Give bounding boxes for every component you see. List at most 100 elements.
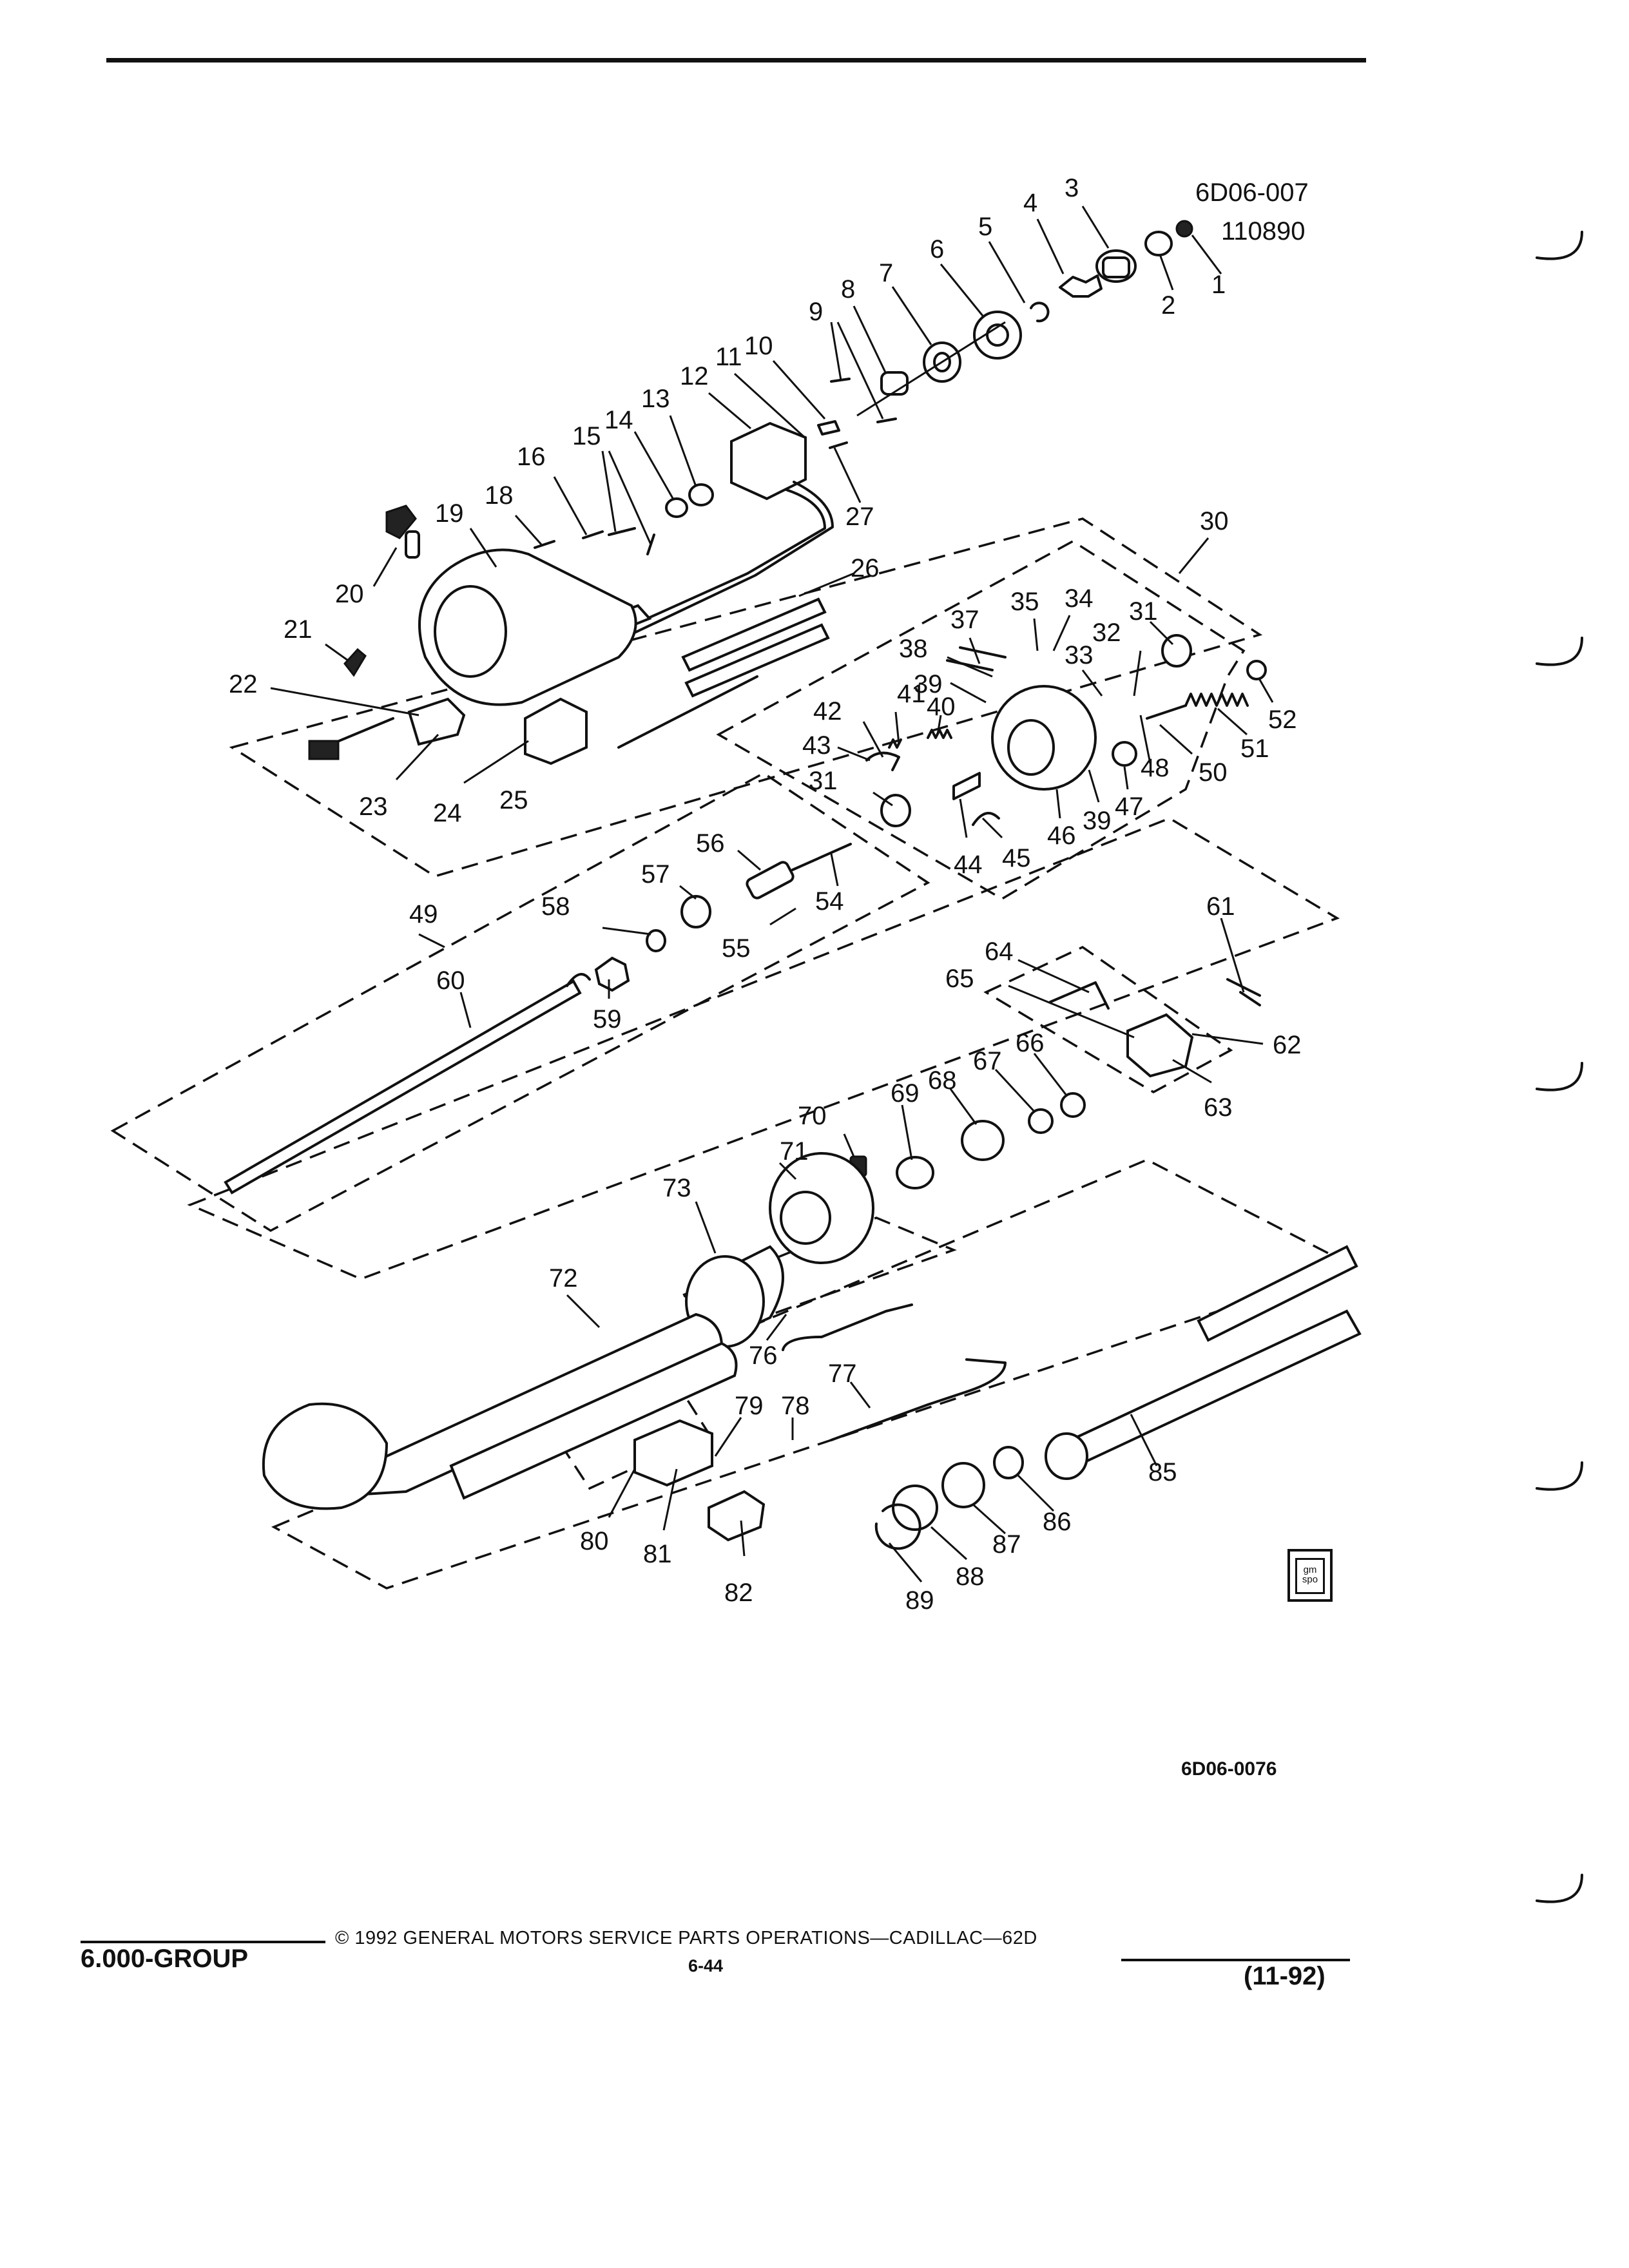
binding-mark-1 [1536,231,1583,260]
leader-49 [418,933,445,948]
top-rule [106,58,1366,62]
part-67 [1028,1108,1054,1134]
callout-47: 47 [1115,793,1144,821]
part-61b [1239,991,1261,1006]
part-4 [1059,274,1103,298]
part-14 [665,497,688,518]
footer-rule-left [81,1941,325,1943]
callout-6: 6 [930,235,944,264]
part-69 [896,1156,934,1189]
leader-31b [872,791,893,807]
callout-54: 54 [815,887,844,916]
part-72-flange [262,1402,389,1510]
part-7-hub [933,352,951,372]
part-56 [746,861,795,899]
part-27 [829,441,848,449]
part-10 [817,420,840,436]
part-46 [991,685,1097,791]
callout-86: 86 [1043,1508,1072,1536]
part-52 [1246,660,1267,680]
parts [224,220,1362,1550]
callout-10: 10 [744,332,773,360]
callout-49: 49 [409,900,438,928]
leader-82 [740,1520,746,1557]
callout-32: 32 [1092,619,1121,647]
leader-57 [679,885,697,900]
leader-26 [798,572,854,597]
callout-65: 65 [945,965,974,993]
leader-56 [737,849,761,871]
outline-shaft-group [110,771,930,1233]
leader-69 [901,1104,913,1160]
part-12-wires-b [625,481,834,638]
callout-20: 20 [335,580,364,608]
leader-63 [1172,1059,1212,1084]
leader-47 [1123,766,1129,790]
leader-21 [325,643,349,662]
leader-50 [1159,724,1193,755]
callout-25: 25 [499,786,528,814]
leader-64 [1017,959,1090,994]
leader-55 [769,907,796,926]
callout-81: 81 [643,1540,672,1568]
callout-15: 15 [572,422,601,450]
callout-39b: 39 [1083,807,1112,835]
part-89 [874,1503,921,1550]
part-88 [892,1485,938,1531]
callout-72: 72 [549,1264,578,1293]
callout-41: 41 [897,680,926,708]
part-57 [680,895,711,928]
callout-61: 61 [1206,892,1235,921]
leader-43 [837,746,871,762]
callout-31a: 31 [1129,597,1158,626]
callout-73: 73 [662,1174,691,1202]
footer-page-number: 6-44 [688,1956,724,1975]
leader-60 [459,992,472,1028]
leader-23 [395,733,439,781]
outline-mast-group [271,1158,1356,1590]
callout-46: 46 [1047,822,1076,850]
callout-80: 80 [580,1527,609,1555]
callout-44: 44 [954,850,983,879]
leader-68 [949,1088,978,1125]
part-6-hub [986,323,1009,347]
leader-22 [270,687,419,716]
callout-26: 26 [851,554,880,582]
callout-7: 7 [879,259,893,287]
part-20 [385,505,417,539]
leader-9b [836,322,884,419]
callout-19: 19 [435,499,464,528]
callout-45: 45 [1002,844,1031,872]
part-46-bore [1007,719,1055,776]
part-58 [646,929,666,952]
callout-77: 77 [828,1360,857,1388]
leader-30 [1178,537,1210,574]
callout-11: 11 [715,343,742,371]
binding-marks [1536,231,1583,1903]
leader-52 [1258,679,1274,703]
part-5 [1030,302,1050,323]
leader-11 [733,372,807,439]
part-21 [343,648,367,677]
part-43 [865,751,900,771]
part-6 [973,311,1022,360]
leader-18 [514,515,543,545]
leader-42 [862,721,884,758]
leader-41 [894,711,900,745]
callout-31b: 31 [809,767,838,795]
callout-59: 59 [593,1005,622,1033]
leader-1 [1191,235,1222,274]
part-1 [1175,220,1193,238]
leader-34 [1052,615,1071,651]
callout-4: 4 [1023,189,1037,217]
leader-46 [1055,789,1061,819]
part-44 [952,772,981,800]
leader-5 [988,241,1026,303]
leader-33 [1081,669,1103,697]
callout-39a: 39 [914,670,943,698]
part-19 [418,548,637,706]
leader-31a [1149,620,1174,646]
leader-15a [601,450,617,532]
callout-63: 63 [1204,1093,1233,1122]
part-9b [876,418,897,423]
